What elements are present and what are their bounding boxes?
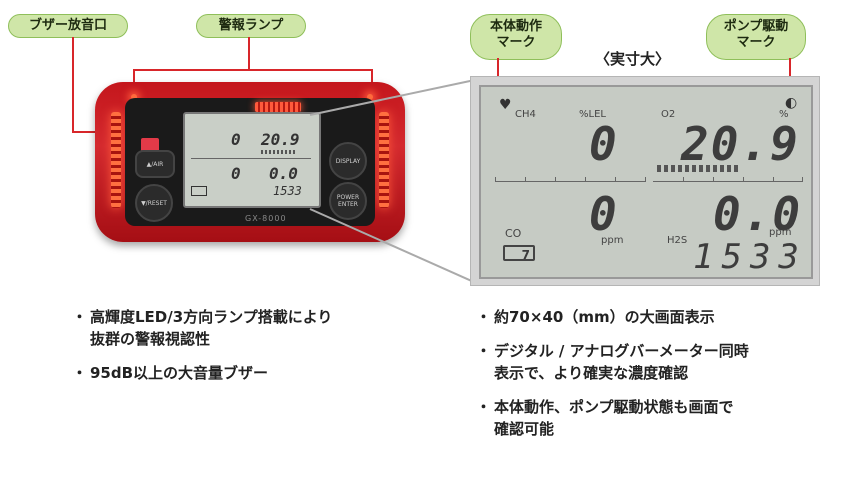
feature-line: 表示で、より確実な濃度確認: [494, 364, 689, 382]
display-button[interactable]: DISPLAY: [329, 142, 367, 180]
bullet-mark: ・: [476, 308, 492, 326]
buzzer-callout-v: [72, 37, 74, 133]
scale-tick: [683, 177, 684, 182]
device-counter: 1533: [273, 184, 302, 198]
scale-tick: [585, 177, 586, 182]
ch4-label: CH4: [515, 109, 536, 120]
features-right: ・ 約70×40（mm）の大画面表示 ・ デジタル / アナログバーメーター同時…: [476, 306, 846, 452]
feature-item: ・ 高輝度LED/3方向ランプ搭載により 抜群の警報視認性: [72, 306, 432, 350]
bullet-mark: ・: [72, 364, 88, 382]
scale-tick: [802, 177, 803, 182]
bullet-mark: ・: [476, 398, 492, 416]
o2-label: O2: [661, 109, 676, 120]
feature-line: 95dB以上の大音量ブザー: [90, 364, 269, 382]
alarm-lamp-label: 警報ランプ: [196, 14, 306, 38]
h2s-value: 0.0: [713, 187, 803, 241]
body-operation-label-line1: 本体動作: [489, 19, 542, 34]
feature-line: 本体動作、ポンプ駆動状態も画面で: [494, 398, 734, 416]
lcd-enlarged: ♥ ◐ CH4 %LEL O2 % 0 20.9 0 0.0 CO ppm H2…: [479, 85, 813, 279]
device-model: GX-8000: [245, 214, 287, 223]
buzzer-port: [141, 138, 159, 152]
feature-line: 高輝度LED/3方向ランプ搭載により: [90, 308, 333, 326]
heart-icon: ♥: [499, 97, 512, 113]
feature-item: ・ 約70×40（mm）の大画面表示: [476, 306, 846, 328]
pump-drive-label-line1: ポンプ駆動: [723, 19, 789, 34]
device-ch4-value: 0: [231, 130, 241, 149]
pump-drive-label: ポンプ駆動 マーク: [706, 14, 806, 60]
right-alarm-lamp: [379, 112, 389, 208]
co-label: CO: [505, 227, 522, 240]
h2s-label: H2S: [667, 235, 688, 246]
actual-size-label: 〈実寸大〉: [595, 50, 671, 68]
scale-tick: [773, 177, 774, 182]
feature-item: ・ 95dB以上の大音量ブザー: [72, 362, 432, 384]
battery-icon: 7: [503, 245, 535, 262]
o2-unit: %: [779, 109, 789, 120]
body-operation-label: 本体動作 マーク: [470, 14, 562, 60]
led-dot-right: [367, 94, 373, 100]
buzzer-label: ブザー放音口: [8, 14, 128, 38]
feature-line: 確認可能: [494, 420, 555, 438]
scale-tick: [645, 177, 646, 182]
feature-line: 約70×40（mm）の大画面表示: [494, 308, 715, 326]
air-button[interactable]: ▲/AIR: [135, 150, 175, 178]
scale-tick: [743, 177, 744, 182]
lcd-enlarged-frame: ♥ ◐ CH4 %LEL O2 % 0 20.9 0 0.0 CO ppm H2…: [470, 76, 820, 286]
scale-tick: [495, 177, 496, 182]
scale-tick: [555, 177, 556, 182]
battery-level: 7: [521, 248, 530, 262]
lamp-callout-h: [133, 69, 373, 71]
power-enter-button[interactable]: POWER ENTER: [329, 182, 367, 220]
bullet-mark: ・: [476, 342, 492, 360]
device-lcd: 0 20.9 0 0.0 1533: [183, 112, 321, 208]
device-bar-meter: [261, 150, 297, 154]
co-unit: ppm: [601, 235, 624, 246]
h2s-unit: ppm: [769, 227, 792, 238]
lel-unit: %LEL: [579, 109, 606, 120]
ch4-scale: [495, 181, 645, 182]
left-alarm-lamp: [111, 112, 121, 208]
o2-bar-meter: [657, 165, 738, 172]
counter-value: 1533: [693, 237, 807, 277]
scale-tick: [525, 177, 526, 182]
lamp-callout-v: [248, 37, 250, 69]
device-co-value: 0: [231, 164, 241, 183]
features-left: ・ 高輝度LED/3方向ランプ搭載により 抜群の警報視認性 ・ 95dB以上の大…: [72, 306, 432, 396]
device-face: ▲/AIR ▼/RESET DISPLAY POWER ENTER 0 20.9…: [125, 98, 375, 226]
top-alarm-lamp: [255, 102, 301, 112]
pump-drive-label-line2: マーク: [736, 35, 776, 50]
led-dot-left: [131, 94, 137, 100]
bullet-mark: ・: [72, 308, 88, 326]
feature-line: 抜群の警報視認性: [90, 330, 211, 348]
o2-scale: [653, 181, 803, 182]
reset-button[interactable]: ▼/RESET: [135, 184, 173, 222]
pump-icon: ◐: [785, 95, 798, 111]
o2-value: 20.9: [681, 117, 800, 171]
feature-item: ・ 本体動作、ポンプ駆動状態も画面で 確認可能: [476, 396, 846, 440]
feature-line: デジタル / アナログバーメーター同時: [494, 342, 749, 360]
scale-tick: [615, 177, 616, 182]
body-operation-label-line2: マーク: [496, 35, 536, 50]
device-o2-value: 20.9: [261, 130, 300, 149]
feature-item: ・ デジタル / アナログバーメーター同時 表示で、より確実な濃度確認: [476, 340, 846, 384]
scale-tick: [713, 177, 714, 182]
co-value: 0: [589, 187, 619, 241]
device-h2s-value: 0.0: [269, 164, 298, 183]
ch4-value: 0: [589, 117, 619, 171]
device-scale: [191, 158, 311, 159]
gas-detector-device: ▲/AIR ▼/RESET DISPLAY POWER ENTER 0 20.9…: [95, 82, 405, 242]
device-battery-icon: [191, 186, 207, 196]
